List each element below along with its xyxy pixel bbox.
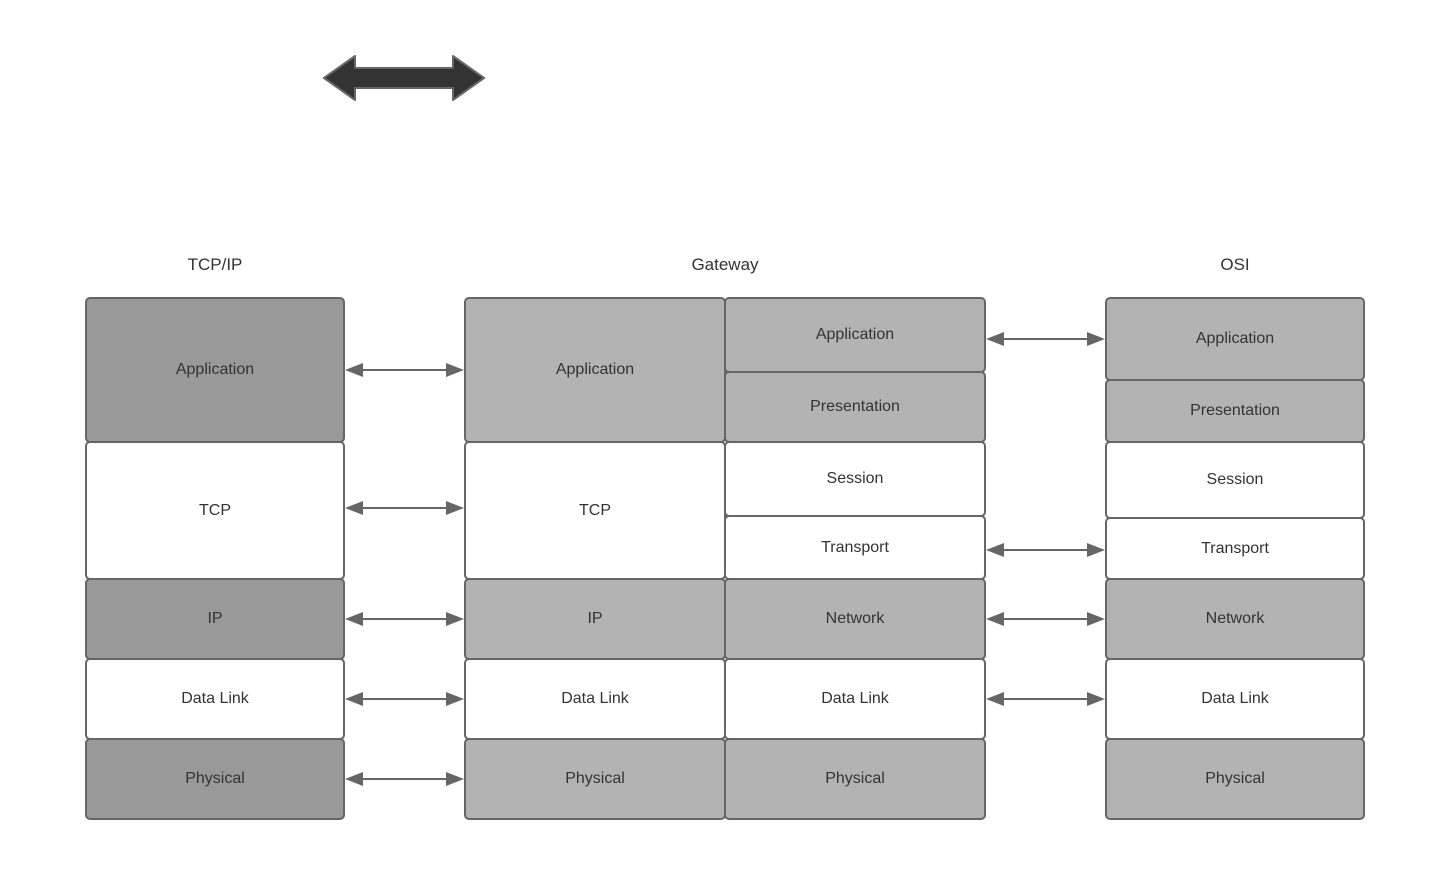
gateway-right-layer-transport[interactable]: Transport (724, 515, 986, 580)
osi-layer-application[interactable]: Application (1105, 297, 1365, 381)
gateway-left-layer-application[interactable]: Application (464, 297, 726, 443)
connector-application-left (345, 362, 464, 378)
tcpip-layer-data-link-label: Data Link (181, 690, 249, 707)
connector-tcp-left (345, 500, 464, 516)
tcpip-layer-ip[interactable]: IP (85, 578, 345, 660)
tcpip-layer-application-label: Application (175, 361, 255, 378)
gateway-right-layer-network[interactable]: Network (724, 578, 986, 660)
gateway-right-layer-presentation-label: Presentation (810, 398, 900, 415)
gateway-right-layer-data-link-label: Data Link (821, 690, 889, 707)
gateway-right-layer-physical-label: Physical (825, 770, 885, 787)
gateway-left-layer-ip[interactable]: IP (464, 578, 726, 660)
gateway-left-layer-tcp-label: TCP (579, 501, 611, 519)
connector-physical-left (345, 771, 464, 787)
osi-layer-session[interactable]: Session (1105, 441, 1365, 519)
column-title-osi: OSI (1220, 255, 1250, 274)
gateway-right-layer-session[interactable]: Session (724, 441, 986, 517)
osi-layer-network[interactable]: Network (1105, 578, 1365, 660)
tcpip-layer-ip-label: IP (207, 610, 223, 627)
osi-layer-data-link[interactable]: Data Link (1105, 658, 1365, 740)
tcpip-layer-physical-label: Physical (185, 770, 245, 787)
osi-layer-physical[interactable]: Physical (1105, 738, 1365, 820)
column-title-tcpip: TCP/IP (187, 255, 243, 274)
gateway-left-layer-data-link[interactable]: Data Link (464, 658, 726, 740)
tcpip-layer-application[interactable]: Application (85, 297, 345, 443)
gateway-right-layer-presentation[interactable]: Presentation (724, 371, 986, 443)
gateway-left-layer-application-label: Application (555, 361, 635, 378)
osi-layer-data-link-label: Data Link (1201, 690, 1269, 707)
gateway-left-layer-physical[interactable]: Physical (464, 738, 726, 820)
osi-layer-transport[interactable]: Transport (1105, 517, 1365, 580)
connector-ip-left (345, 611, 464, 627)
osi-layer-presentation[interactable]: Presentation (1105, 379, 1365, 443)
gateway-right-layer-data-link[interactable]: Data Link (724, 658, 986, 740)
bidirectional-block-arrow (323, 52, 485, 104)
tcpip-layer-tcp-label: TCP (199, 501, 231, 519)
tcpip-layer-physical[interactable]: Physical (85, 738, 345, 820)
tcpip-layer-data-link[interactable]: Data Link (85, 658, 345, 740)
gateway-right-layer-session-label: Session (826, 470, 884, 487)
gateway-left-layer-tcp[interactable]: TCP (464, 441, 726, 580)
osi-layer-network-label: Network (1205, 610, 1265, 627)
connector-network-right (986, 611, 1105, 627)
osi-layer-physical-label: Physical (1205, 770, 1265, 787)
gateway-left-layer-physical-label: Physical (565, 770, 625, 787)
gateway-right-layer-application[interactable]: Application (724, 297, 986, 373)
gateway-left-layer-data-link-label: Data Link (561, 690, 629, 707)
column-title-gateway: Gateway (691, 255, 759, 274)
connector-transport-right (986, 542, 1105, 558)
gateway-left-layer-ip-label: IP (587, 610, 603, 627)
osi-layer-presentation-label: Presentation (1190, 402, 1280, 419)
connector-data-link-left (345, 691, 464, 707)
gateway-right-layer-transport-label: Transport (821, 538, 889, 556)
gateway-right-layer-application-label: Application (815, 326, 895, 343)
tcpip-layer-tcp[interactable]: TCP (85, 441, 345, 580)
connector-application-right (986, 331, 1105, 347)
gateway-right-layer-network-label: Network (825, 610, 885, 627)
osi-layer-transport-label: Transport (1201, 539, 1269, 557)
gateway-right-layer-physical[interactable]: Physical (724, 738, 986, 820)
connector-data-link-right (986, 691, 1105, 707)
osi-layer-session-label: Session (1206, 471, 1264, 488)
osi-layer-application-label: Application (1195, 330, 1275, 347)
